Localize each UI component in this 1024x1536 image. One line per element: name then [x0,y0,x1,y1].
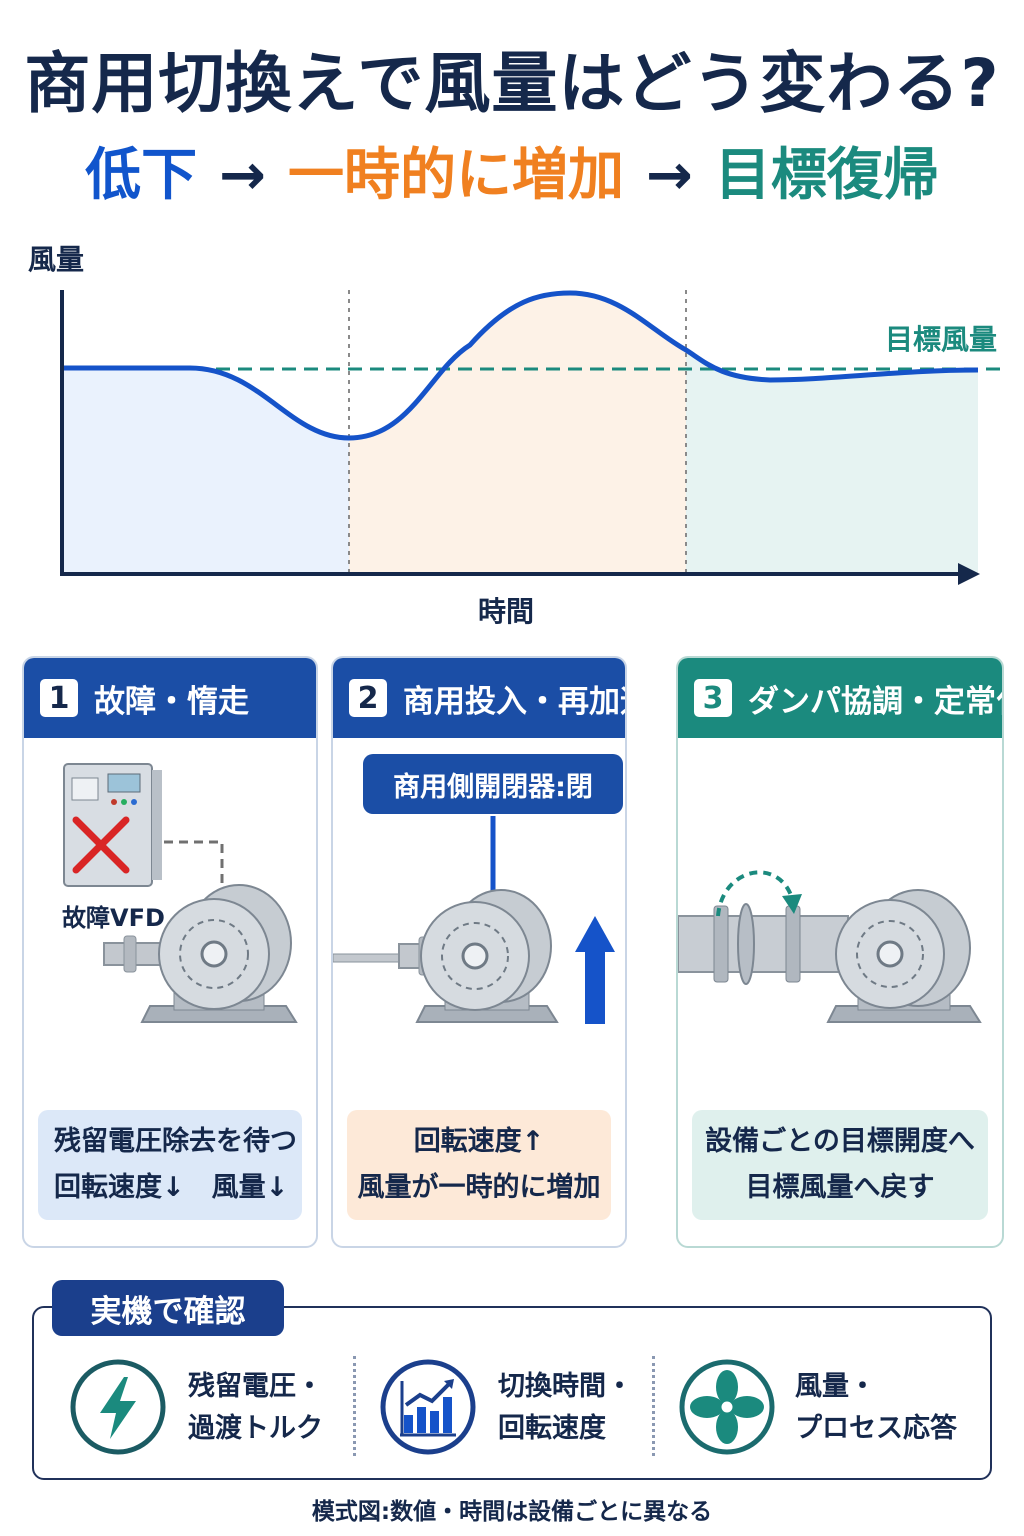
arrow-2: → [646,143,693,208]
damper-illustration [678,870,982,1023]
panel-2-header: 2 商用投入・再加速 [333,658,625,738]
vfd-cabinet-icon [63,763,162,887]
panel-1-note-line-2: 回転速度↓ 風量↓ [54,1172,289,1203]
check-item-1-line-2: 過渡トルク [188,1413,323,1444]
check-divider-1 [353,1356,356,1456]
damper-rotation-arrowhead [782,894,802,914]
panel-1-title: 故障・惰走 [94,683,249,720]
region-recover [686,350,978,575]
reaccel-illustration [333,816,615,1024]
step-number-3: 3 [694,679,732,717]
bar-chart-icon [380,1359,476,1455]
utility-switch-label: 商用側開閉器:閉 [363,754,623,814]
panel-1-note: 残留電圧除去を待つ 回転速度↓ 風量↓ [38,1110,302,1220]
panel-utility-reaccel: 2 商用投入・再加速 回転速度↑ 風量が一時的に増加 [331,656,627,1248]
panel-3-note: 設備ごとの目標開度へ 目標風量へ戻す [692,1110,988,1220]
panel-2-title: 商用投入・再加速 [403,683,627,720]
panel-1-note-line-1: 残留電圧除去を待つ [54,1126,297,1157]
step-number-1: 1 [40,679,78,717]
fault-vfd-label: 故障VFD [62,904,165,932]
phase-increase-text: 一時的に増加 [288,143,624,208]
panel-fault-coast: 1 故障・惰走 残留電圧除去を待つ 回転速度↓ 風量↓ [22,656,318,1248]
check-item-1-text: 残留電圧・ 過渡トルク [188,1366,323,1450]
field-check-box [32,1306,992,1480]
panel-3-title: ダンパ協調・定常化 [748,683,1004,720]
arrow-1: → [219,143,266,208]
footnote: 模式図:数値・時間は設備ごとに異なる [311,1499,713,1525]
panel-2-note-line-2: 風量が一時的に増加 [357,1172,601,1203]
panel-3-note-line-2: 目標風量へ戻す [745,1172,935,1203]
panel-1-header: 1 故障・惰走 [24,658,316,738]
check-item-2-line-2: 回転速度 [498,1413,606,1444]
duct-damper-icon [678,870,849,985]
fault-illustration [63,763,298,1023]
fan-icon [679,1359,775,1455]
panel-2-note-line-1: 回転速度↑ [413,1126,545,1157]
panel-3-note-line-1: 設備ごとの目標開度へ [705,1126,975,1157]
damper-rotation-arrow [716,870,794,917]
target-airflow-label: 目標風量 [885,323,998,356]
page-title: 商用切換えで風量はどう変わる? [24,45,1000,122]
panel-damper-steady: 3 ダンパ協調・定常化 設備ごとの目標開度へ 目標風量へ戻す [676,656,1004,1248]
phase-recover-text: 目標復帰 [714,143,939,208]
motor-1-icon [103,884,298,1023]
check-item-3-line-1: 風量・ [795,1371,876,1402]
panel-3-header: 3 ダンパ協調・定常化 [678,658,1002,738]
speed-up-arrow-icon [575,916,615,1024]
x-axis-arrowhead [958,563,980,585]
lightning-icon [70,1359,166,1455]
motor-2-icon [333,889,559,1023]
check-divider-2 [652,1356,655,1456]
check-item-3-text: 風量・ プロセス応答 [795,1366,957,1450]
y-axis-label: 風量 [28,243,85,276]
phase-drop-text: 低下 [85,143,198,208]
check-item-2-text: 切換時間・ 回転速度 [498,1366,633,1450]
phase-summary: 低下 → 一時的に増加 → 目標復帰 [0,130,1024,211]
check-item-3-line-2: プロセス応答 [795,1413,957,1444]
field-check-title: 実機で確認 [52,1280,284,1336]
motor-3-icon [826,889,982,1023]
panel-2-note: 回転速度↑ 風量が一時的に増加 [347,1110,611,1220]
airflow-chart [60,290,1002,585]
check-item-2-line-1: 切換時間・ [498,1371,633,1402]
check-item-1-line-1: 残留電圧・ [188,1371,323,1402]
step-number-2: 2 [349,679,387,717]
airflow-curve [62,290,979,441]
x-axis-label: 時間 [478,595,535,628]
region-increase [349,293,686,575]
region-drop [62,368,349,575]
